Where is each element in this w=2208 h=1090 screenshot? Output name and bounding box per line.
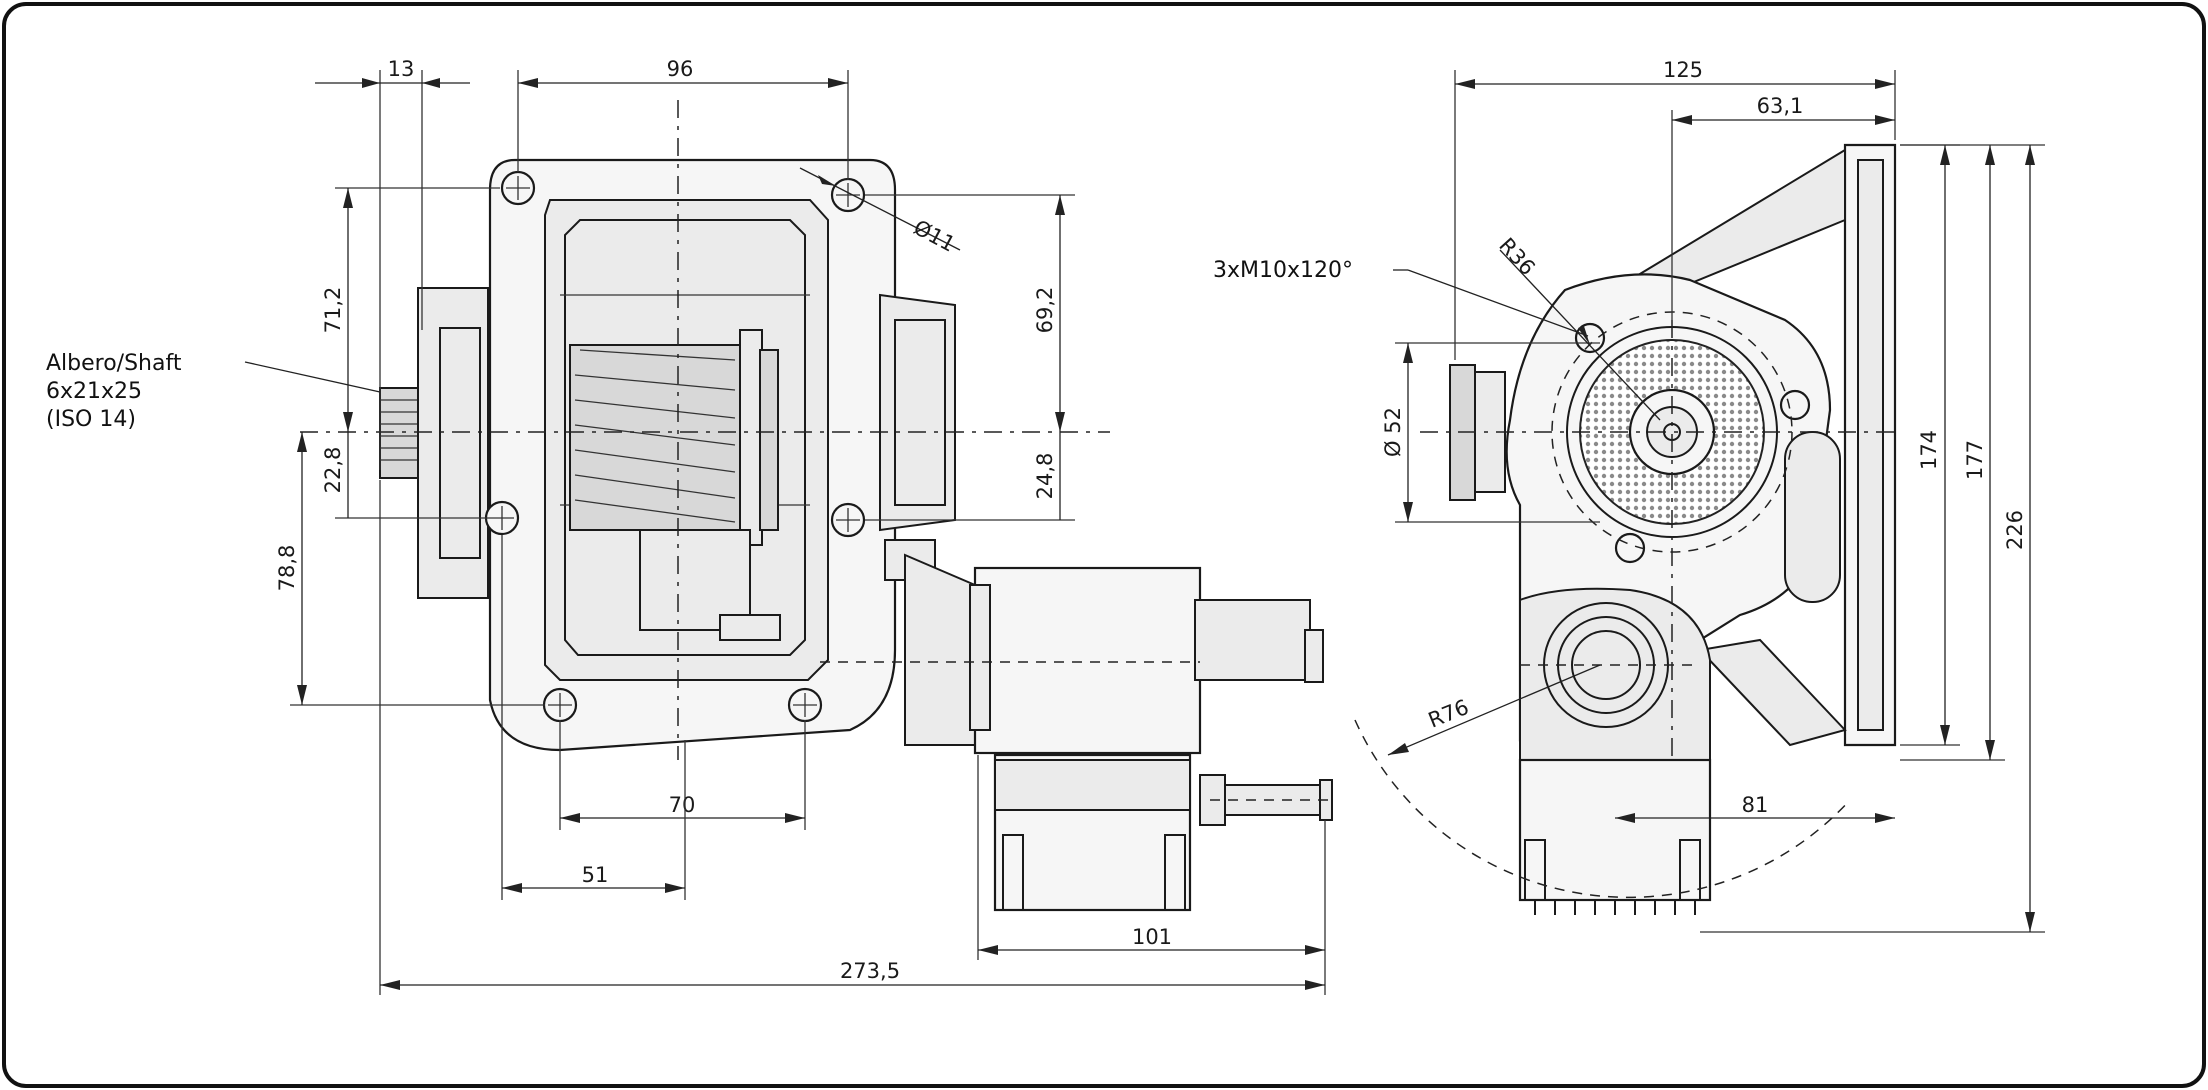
dim-101: 101 <box>1132 925 1172 949</box>
flange-hole <box>500 170 536 206</box>
thread-label: 3xM10x120° <box>1213 258 1353 283</box>
thread-callout: 3xM10x120° <box>1213 258 1589 337</box>
dim-51: 51 <box>582 863 609 887</box>
shaft-label-line1: Albero/Shaft <box>46 351 182 376</box>
dim-71-2: 71,2 <box>321 287 345 334</box>
dim-13: 13 <box>388 57 415 81</box>
dim-63-1: 63,1 <box>1757 94 1804 118</box>
dim-diameter-52: Ø 52 <box>1381 407 1405 457</box>
shaft-label-line3: (ISO 14) <box>46 407 136 432</box>
front-view <box>300 100 1333 912</box>
dim-69-2: 69,2 <box>1033 287 1057 334</box>
dim-96: 96 <box>667 57 694 81</box>
dim-24-8: 24,8 <box>1033 453 1057 500</box>
shaft-callout: Albero/Shaft 6x21x25 (ISO 14) <box>46 351 381 432</box>
side-view <box>1354 143 1900 915</box>
shaft-label-line2: 6x21x25 <box>46 379 142 404</box>
dim-81: 81 <box>1742 793 1769 817</box>
flange-hole <box>542 687 578 723</box>
dim-174: 174 <box>1917 430 1941 470</box>
flange-hole <box>830 177 866 213</box>
dim-177: 177 <box>1963 440 1987 480</box>
dim-70: 70 <box>669 793 696 817</box>
front-view-dimensions: 13 96 Ø11 71,2 22,8 78,8 69,2 <box>275 57 1326 995</box>
dim-125: 125 <box>1663 58 1703 82</box>
flange-hole <box>787 687 823 723</box>
dim-273-5: 273,5 <box>840 959 900 983</box>
dim-78-8: 78,8 <box>275 545 299 592</box>
dim-22-8: 22,8 <box>321 447 345 494</box>
side-view-dimensions: 125 63,1 Ø 52 R36 174 177 <box>1381 58 2045 933</box>
dim-226: 226 <box>2003 510 2027 550</box>
flange-hole <box>484 500 520 536</box>
flange-hole <box>830 502 866 538</box>
